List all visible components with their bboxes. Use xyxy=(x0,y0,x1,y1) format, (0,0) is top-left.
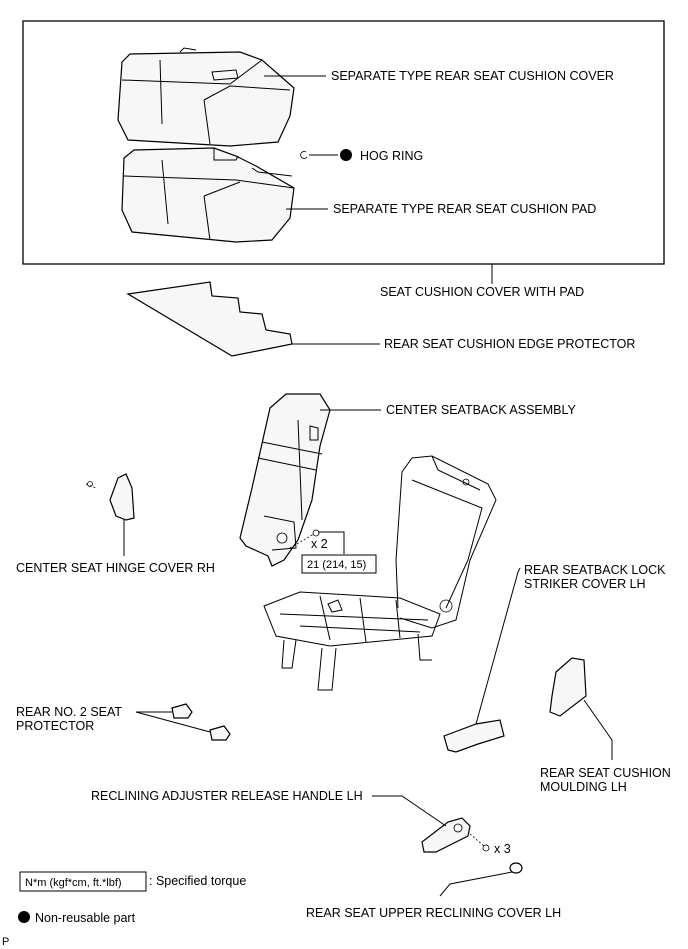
label-hog-ring: HOG RING xyxy=(360,149,423,163)
label-release-handle: RECLINING ADJUSTER RELEASE HANDLE LH xyxy=(91,789,363,803)
label-cover-with-pad: SEAT CUSHION COVER WITH PAD xyxy=(380,285,584,299)
qty-bolts-seatback: x 2 xyxy=(311,537,328,551)
label-cushion-cover: SEPARATE TYPE REAR SEAT CUSHION COVER xyxy=(331,69,614,83)
nonreusable-dot-icon xyxy=(340,149,352,161)
hinge-cover-part xyxy=(85,473,135,521)
torque-box xyxy=(301,554,377,574)
legend-torque-unit: N*m (kgf*cm, ft.*lbf) xyxy=(25,877,122,889)
legend-nonreusable-icon xyxy=(18,911,30,923)
seat-frame-part xyxy=(263,455,497,691)
lock-striker-cover-part xyxy=(443,719,505,753)
label-lock-striker-1: REAR SEATBACK LOCK xyxy=(524,563,666,577)
label-seat-protector-2: PROTECTOR xyxy=(16,719,94,733)
cushion-moulding-part xyxy=(549,657,587,717)
label-center-seatback: CENTER SEATBACK ASSEMBLY xyxy=(386,403,577,417)
bolt-icon xyxy=(289,529,320,549)
legend-torque-box xyxy=(19,871,147,892)
label-upper-reclining-cover: REAR SEAT UPPER RECLINING COVER LH xyxy=(306,906,561,920)
hog-ring-icon xyxy=(300,149,352,161)
upper-reclining-cover-part xyxy=(509,862,523,874)
legend-torque-desc: : Specified torque xyxy=(149,874,246,888)
legend-nonreusable-desc: Non-reusable part xyxy=(35,911,136,925)
cushion-pad-part xyxy=(121,147,295,243)
seat-protector-part xyxy=(171,703,231,741)
cushion-cover-part xyxy=(117,47,295,147)
torque-seatback: 21 (214, 15) xyxy=(307,559,366,571)
release-handle-part xyxy=(421,817,490,853)
center-seatback-part xyxy=(239,393,331,567)
label-moulding-1: REAR SEAT CUSHION xyxy=(540,766,671,780)
label-edge-protector: REAR SEAT CUSHION EDGE PROTECTOR xyxy=(384,337,635,351)
label-lock-striker-2: STRIKER COVER LH xyxy=(524,577,646,591)
corner-mark: P xyxy=(2,936,9,948)
label-hinge-cover: CENTER SEAT HINGE COVER RH xyxy=(16,561,215,575)
edge-protector-part xyxy=(126,281,293,357)
qty-screws-handle: x 3 xyxy=(494,842,511,856)
label-moulding-2: MOULDING LH xyxy=(540,780,627,794)
label-seat-protector-1: REAR NO. 2 SEAT xyxy=(16,705,122,719)
label-cushion-pad: SEPARATE TYPE REAR SEAT CUSHION PAD xyxy=(333,202,596,216)
group-frame xyxy=(22,20,665,265)
